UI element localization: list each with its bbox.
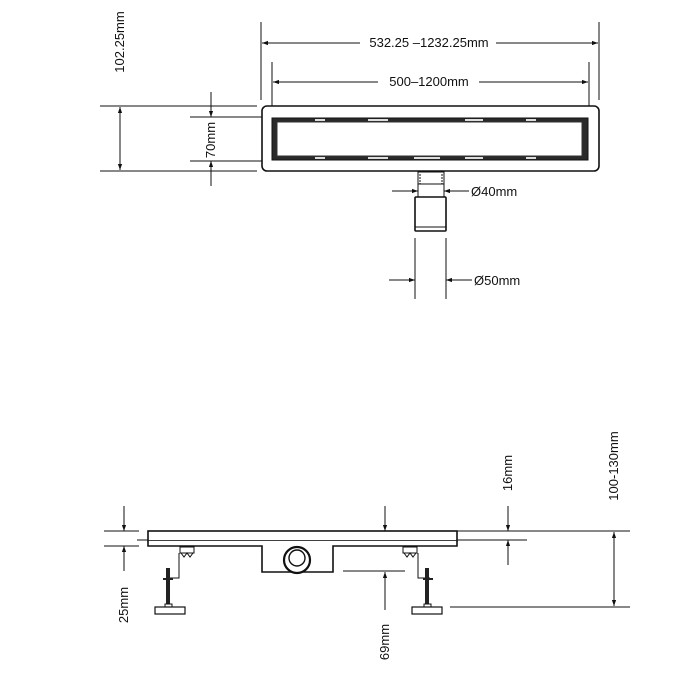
flange-plate bbox=[147, 530, 458, 542]
grate-length-label: 500–1200mm bbox=[389, 74, 469, 89]
flange-thickness-label: 25mm bbox=[116, 587, 131, 623]
outlet-pipe bbox=[414, 171, 447, 232]
outlet-inner-diameter-label: Ø40mm bbox=[471, 184, 517, 199]
overall-width-label: 102.25mm bbox=[112, 11, 127, 72]
side-view: 25mm 69mm 16mm 100-130mm bbox=[104, 431, 630, 660]
top-view: 532.25 –1232.25mm 500–1200mm 102.25mm 70… bbox=[100, 11, 600, 299]
outlet-inner-circle bbox=[288, 549, 306, 567]
grate-width-label: 70mm bbox=[203, 122, 218, 158]
total-height-label: 100-130mm bbox=[606, 431, 621, 500]
grate-inner bbox=[276, 121, 583, 157]
overall-length-label: 532.25 –1232.25mm bbox=[369, 35, 488, 50]
flange-offset-label: 16mm bbox=[500, 455, 515, 491]
outlet-outer-diameter-label: Ø50mm bbox=[474, 273, 520, 288]
left-leveling-foot bbox=[154, 546, 195, 615]
right-leveling-foot bbox=[402, 546, 443, 615]
body-depth-label: 69mm bbox=[377, 624, 392, 660]
grate-slots bbox=[315, 119, 536, 159]
